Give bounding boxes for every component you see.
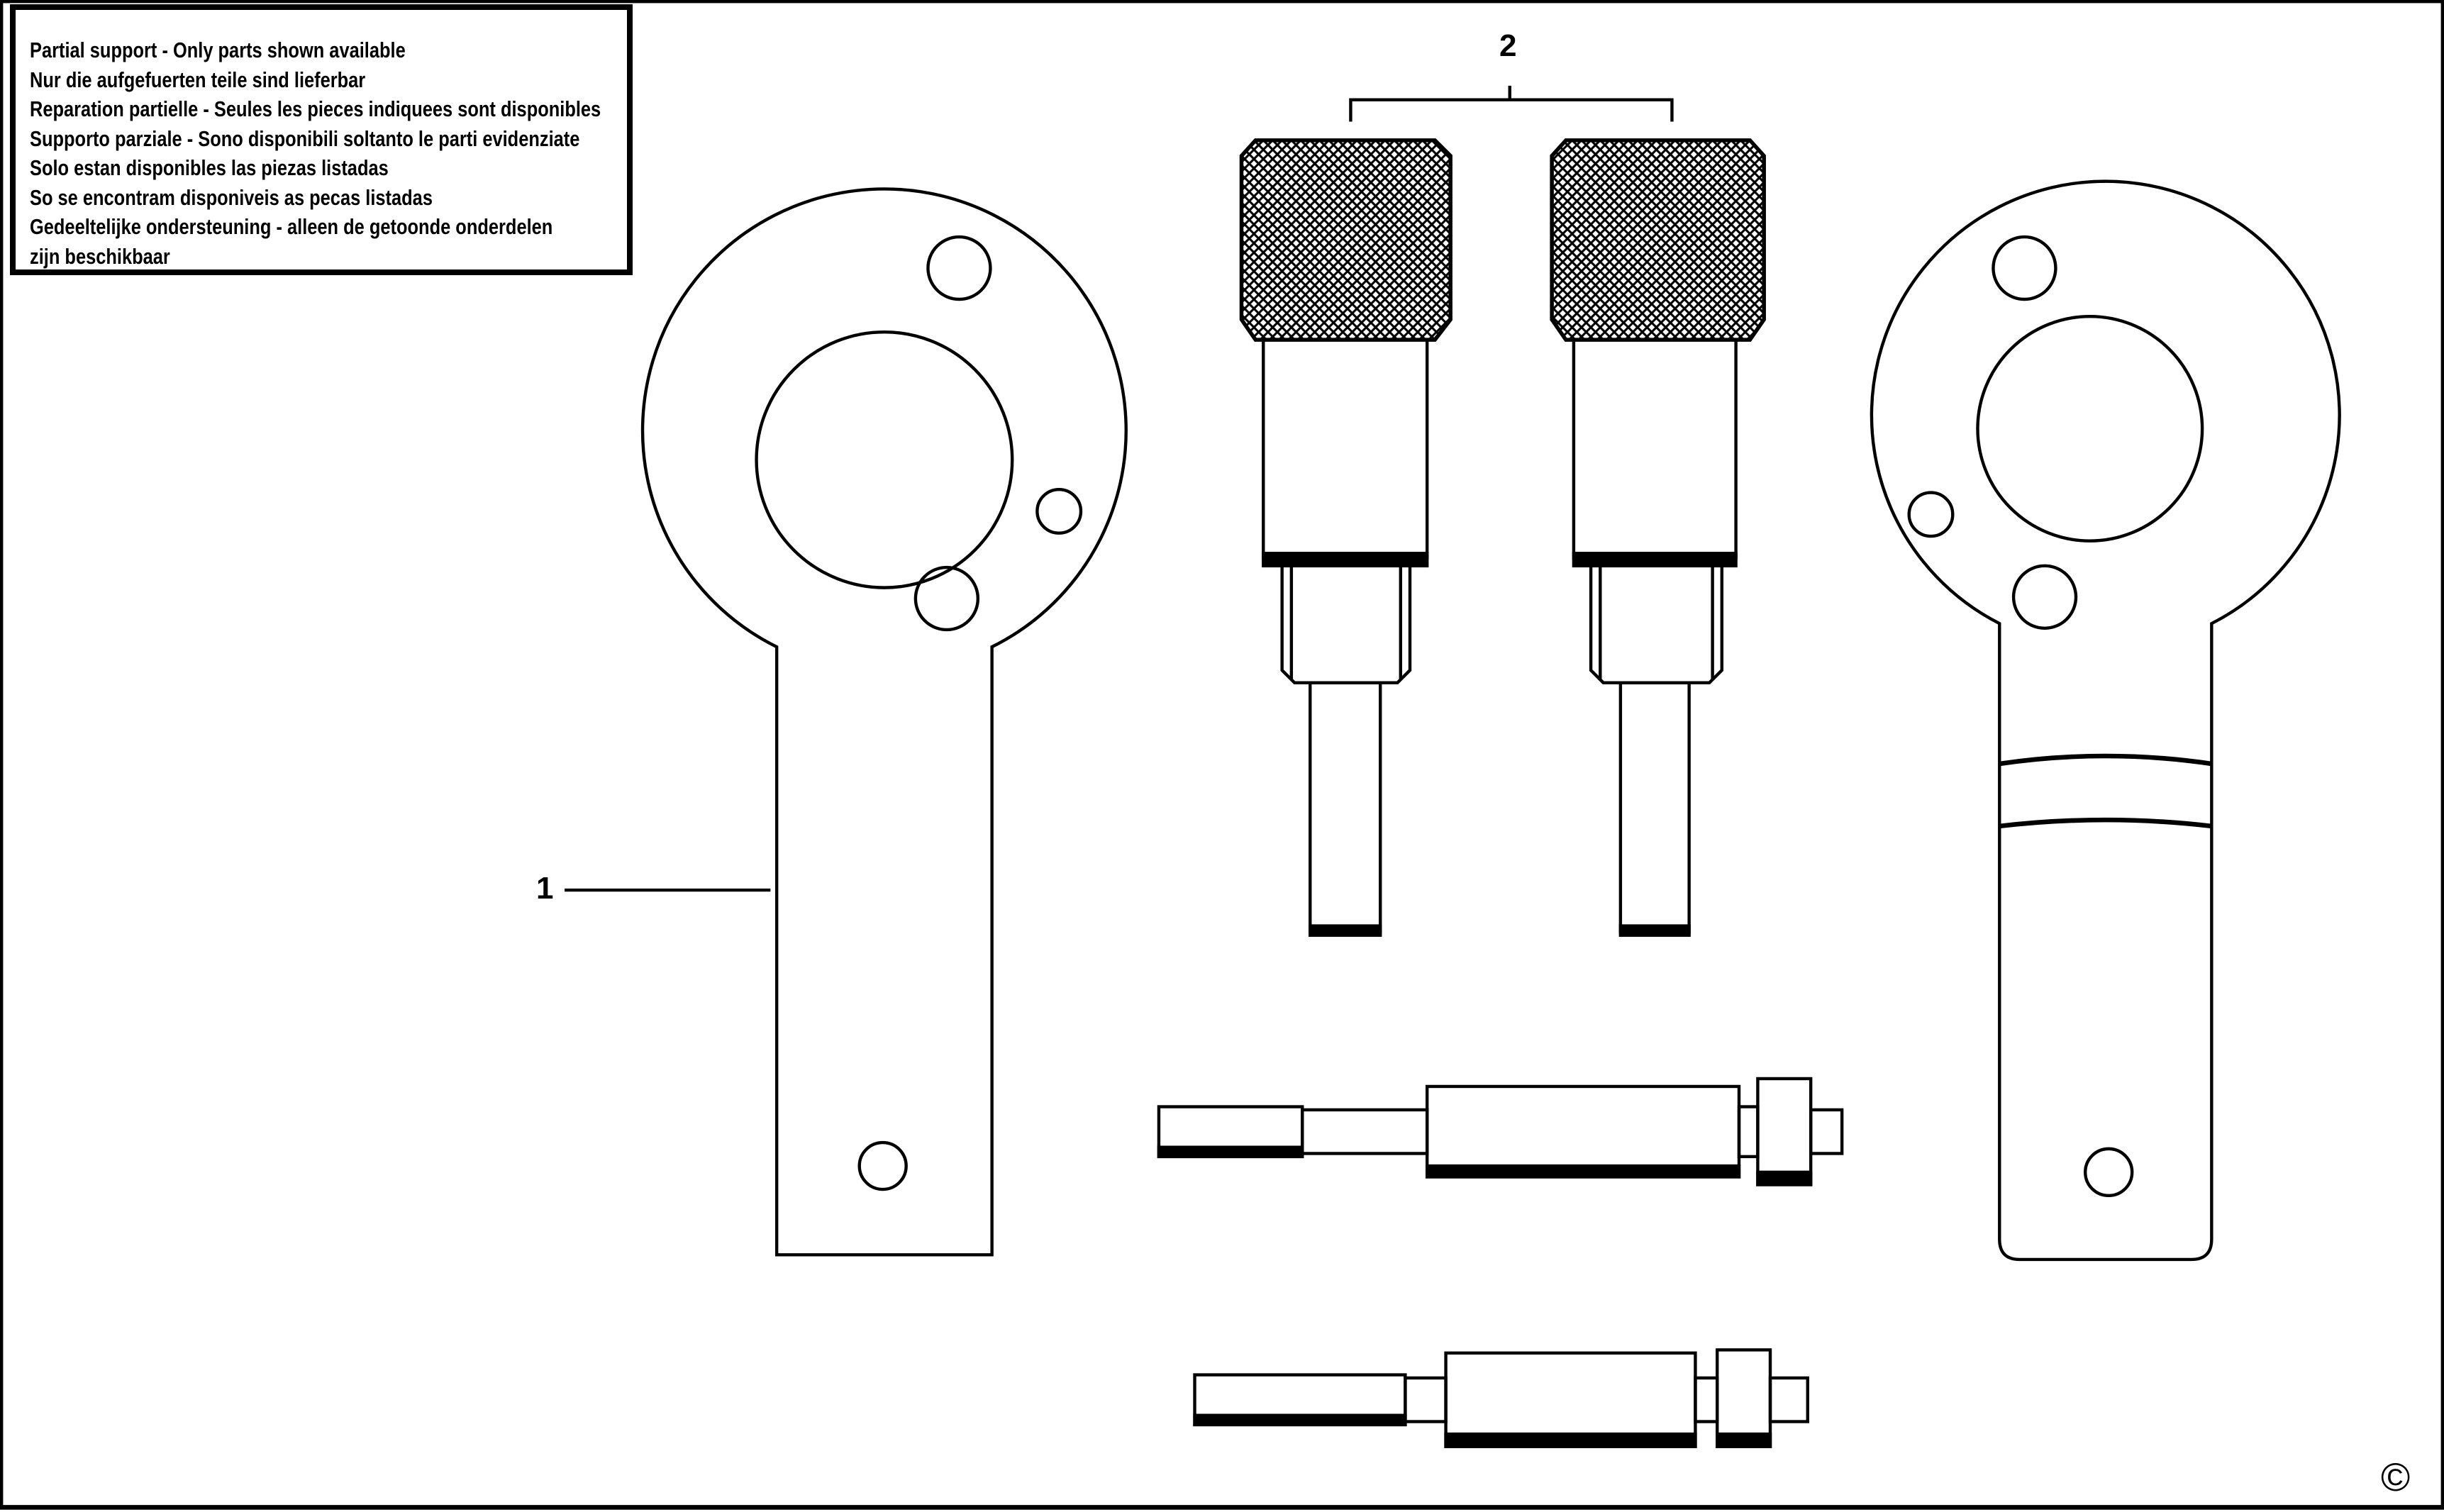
crankshaft-locking-tool-left bbox=[640, 187, 1128, 1257]
notice-line: Solo estan disponibles las piezas listad… bbox=[30, 155, 389, 180]
setting-bolt-upper bbox=[1157, 1077, 1844, 1186]
locking-pin-left bbox=[1239, 138, 1452, 937]
crankshaft-locking-tool-right bbox=[1870, 179, 2341, 1262]
partial-support-notice: Partial support - Only parts shown avail… bbox=[10, 4, 633, 275]
locking-pin-right bbox=[1550, 138, 1766, 937]
setting-bolt-lower bbox=[1193, 1348, 1809, 1448]
notice-line: Partial support - Only parts shown avail… bbox=[30, 38, 406, 62]
notice-line: Reparation partielle - Seules les pieces… bbox=[30, 96, 601, 121]
callout-label-1: 1 bbox=[536, 871, 554, 906]
notice-line: Gedeeltelijke ondersteuning - alleen de … bbox=[30, 214, 553, 239]
notice-line: zijn beschikbaar bbox=[30, 243, 170, 269]
notice-line: Supporto parziale - Sono disponibili sol… bbox=[30, 126, 580, 151]
copyright-symbol: © bbox=[2381, 1455, 2411, 1499]
notice-line: So se encontram disponiveis as pecas lis… bbox=[30, 184, 433, 210]
notice-line: Nur die aufgefuerten teile sind lieferba… bbox=[30, 67, 366, 92]
callout-label-2: 2 bbox=[1499, 28, 1517, 63]
callout-bracket-2 bbox=[1349, 85, 1674, 122]
